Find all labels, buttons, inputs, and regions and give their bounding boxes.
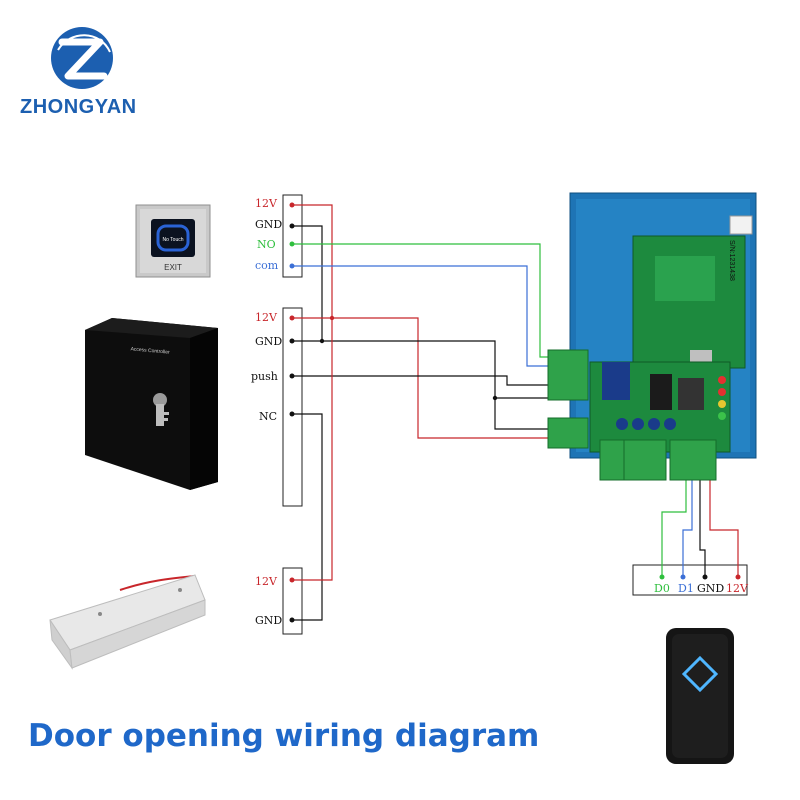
wire-exit-gnd [292, 225, 323, 341]
led-yellow-icon [718, 400, 726, 408]
wire-d1 [682, 477, 693, 577]
exit-button-bottom-text: EXIT [164, 263, 182, 272]
power-label-push: push [251, 370, 278, 383]
terminal-connector-left-top [547, 349, 589, 401]
power-label-gnd: GND [255, 335, 282, 348]
wire-nc-to-lock [292, 413, 323, 621]
wire-reader-12v [709, 477, 739, 577]
brand-name: ZHONGYAN [20, 96, 137, 118]
lock-terminal-block [282, 567, 303, 635]
reader-label-12v: 12V [726, 582, 749, 595]
exit-button-top-text: No Touch [162, 237, 183, 243]
wires [292, 204, 739, 621]
exit-label-com: com [255, 259, 279, 272]
wire-power-12v [292, 317, 556, 439]
magnetic-lock-device [49, 574, 206, 670]
key-icon [153, 393, 169, 426]
led-green-icon [718, 412, 726, 420]
reader-label-d0: D0 [654, 582, 670, 595]
wire-power-gnd [292, 340, 556, 430]
exit-terminal-block [282, 194, 303, 278]
terminal-connector-left-bottom [547, 417, 589, 449]
terminal-connector-bottom-1 [599, 439, 627, 481]
wire-exit-12v [292, 204, 333, 318]
lock-label-12v: 12V [255, 575, 278, 588]
reader-label-gnd: GND [697, 582, 724, 595]
board-serial: S/N:1231438 [728, 240, 735, 281]
lock-label-gnd: GND [255, 614, 282, 627]
card-reader-diamond-icon [681, 655, 719, 693]
exit-label-no: NO [257, 238, 276, 251]
terminal-dots [289, 202, 741, 623]
power-terminal-block [282, 307, 303, 507]
access-controller-label: Access Controller [130, 346, 170, 355]
wire-com [292, 265, 556, 367]
terminal-connector-bottom-2 [623, 439, 667, 481]
exit-label-12v: 12V [255, 197, 278, 210]
power-label-12v: 12V [255, 311, 278, 324]
reader-terminal-block [632, 564, 748, 596]
wire-lock-12v [292, 318, 333, 581]
exit-button-device: No Touch EXIT [135, 204, 211, 278]
reader-label-d1: D1 [678, 582, 694, 595]
diagram-caption: Door opening wiring diagram [28, 718, 540, 754]
led-red-icon [718, 376, 726, 384]
wire-push [292, 375, 556, 386]
exit-label-gnd: GND [255, 218, 282, 231]
controller-board: S/N:1231438 [547, 192, 757, 481]
wire-d0 [661, 477, 687, 577]
led-red-2-icon [718, 388, 726, 396]
brand-logo-icon [51, 27, 113, 89]
terminal-connector-bottom-3 [669, 439, 717, 481]
wire-reader-gnd [699, 477, 706, 577]
access-controller-box: Access Controller [85, 318, 218, 490]
card-reader-device [666, 628, 734, 764]
power-label-nc: NC [259, 410, 277, 423]
